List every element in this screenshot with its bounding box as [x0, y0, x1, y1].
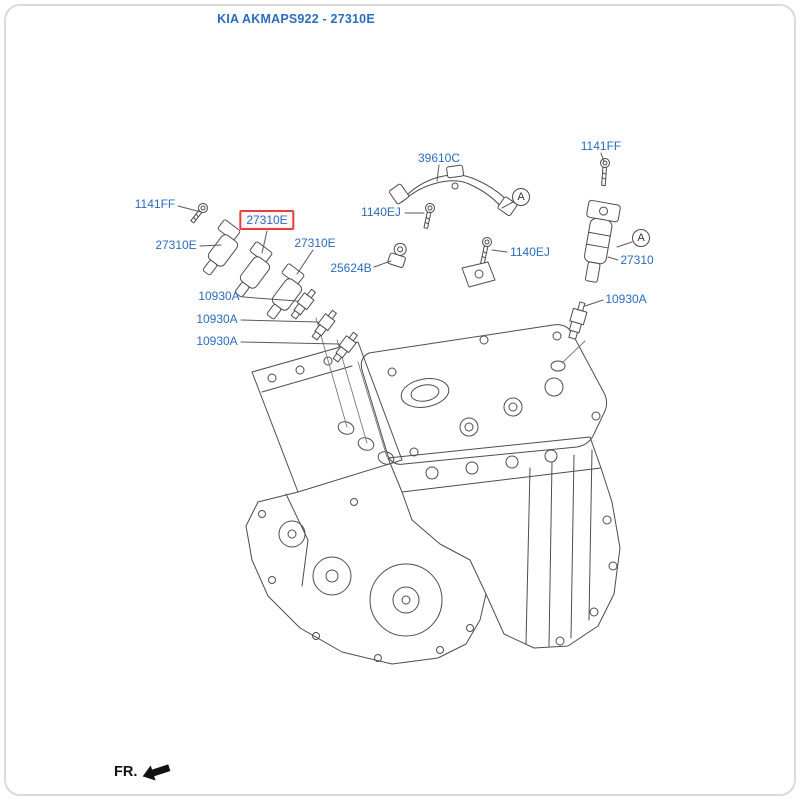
spark-plug-1: [290, 288, 316, 320]
part-label-plug-3[interactable]: 10930A: [196, 334, 238, 348]
ignition-coil-1: [202, 219, 241, 276]
ref-bubble-a-1: A: [512, 188, 530, 206]
part-label-plug-right[interactable]: 10930A: [605, 292, 647, 306]
spark-plug-3: [332, 331, 358, 363]
ignition-coil-right: [584, 199, 621, 283]
bolt-1140ej-2: [480, 237, 492, 265]
bolt-1140ej-1: [423, 203, 435, 229]
part-label-coil-3[interactable]: 27310E: [294, 236, 336, 250]
leader-lines: [177, 152, 633, 345]
bolt-1141ff-rear: [600, 158, 610, 187]
part-label-plug-1[interactable]: 10930A: [198, 289, 240, 303]
ignition-coil-2: [234, 241, 273, 298]
coil-bracket: [461, 261, 496, 288]
part-label-bolt-front[interactable]: 1141FF: [134, 197, 176, 211]
part-label-coil-1[interactable]: 27310E: [155, 238, 197, 252]
part-label-harness[interactable]: 39610C: [417, 151, 461, 165]
front-direction-marker: FR.: [114, 760, 172, 784]
front-direction-label: FR.: [114, 764, 138, 780]
part-label-plug-2[interactable]: 10930A: [196, 312, 238, 326]
part-label-harness-bolt-2[interactable]: 1140EJ: [510, 245, 550, 259]
page-title: KIA AKMAPS922 - 27310E: [217, 12, 375, 26]
ignition-coil-3: [266, 263, 305, 320]
spark-plug-right: [568, 301, 588, 340]
engine-block: [245, 467, 621, 665]
condenser-part: [387, 242, 407, 268]
part-label-condenser[interactable]: 25624B: [330, 261, 372, 275]
bellhousing: [525, 449, 618, 647]
part-label-harness-bolt-1[interactable]: 1140EJ: [361, 205, 401, 219]
part-label-coil-selected[interactable]: 27310E: [239, 210, 295, 230]
cylinder-head-right: [387, 436, 602, 493]
bolt-1141ff-front: [190, 203, 208, 224]
front-direction-arrow: [143, 764, 171, 781]
spark-plug-2: [311, 309, 337, 341]
valve-cover-right: [360, 324, 608, 465]
ref-bubble-a-2: A: [632, 229, 650, 247]
cylinder-head-left: [251, 341, 403, 493]
ignition-harness: [388, 164, 518, 217]
part-label-coil-right[interactable]: 27310: [620, 253, 654, 267]
part-label-bolt-rear[interactable]: 1141FF: [580, 139, 622, 153]
